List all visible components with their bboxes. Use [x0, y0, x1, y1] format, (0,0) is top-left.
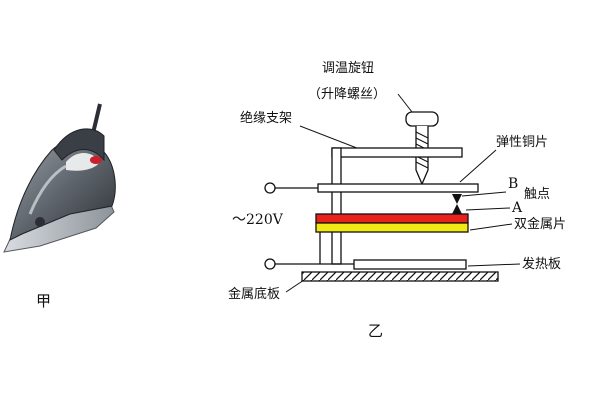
- terminal-lower-icon: [264, 258, 276, 270]
- iron-handle: [53, 128, 105, 162]
- insulating-support-frame: [331, 147, 463, 265]
- label-knob-line2: （升降螺丝）: [308, 87, 386, 102]
- bimetal-strip: [315, 213, 469, 233]
- contact-upper-icon: [452, 194, 462, 204]
- pointer-heating-plate: [467, 263, 521, 267]
- label-bimetal: 双金属片: [514, 216, 566, 232]
- heating-plate: [353, 259, 467, 270]
- pointer-metal-base: [285, 279, 305, 293]
- caption-figure-b: 乙: [368, 322, 383, 340]
- label-heating-plate: 发热板: [522, 256, 561, 272]
- pointer-knob: [397, 93, 413, 113]
- label-knob-line1: 调温旋钮: [322, 61, 374, 76]
- label-point-b: B: [508, 176, 518, 192]
- terminal-upper-icon: [264, 182, 276, 194]
- pointer-elastic-copper: [459, 149, 497, 183]
- label-point-a: A: [511, 200, 523, 216]
- pointer-insulating-support: [299, 125, 363, 151]
- steam-iron-photo: [3, 103, 116, 253]
- label-metal-base: 金属底板: [228, 286, 280, 302]
- pointer-point-a: [465, 207, 511, 211]
- contact-lower-icon: [452, 204, 462, 214]
- label-insulating-support: 绝缘支架: [240, 110, 292, 126]
- pointer-bimetal: [469, 223, 513, 231]
- label-elastic-copper: 弹性铜片: [496, 135, 548, 150]
- iron-red-accent: [90, 156, 102, 164]
- pointer-point-b: [461, 191, 507, 197]
- iron-highlight: [28, 164, 67, 215]
- caption-figure-a: 甲: [36, 292, 51, 310]
- label-voltage: ～220V: [232, 212, 284, 228]
- elastic-copper-strip: [317, 183, 479, 193]
- label-contact-point: 触点: [524, 187, 550, 202]
- metal-base: [301, 271, 499, 282]
- iron-dial: [35, 217, 45, 227]
